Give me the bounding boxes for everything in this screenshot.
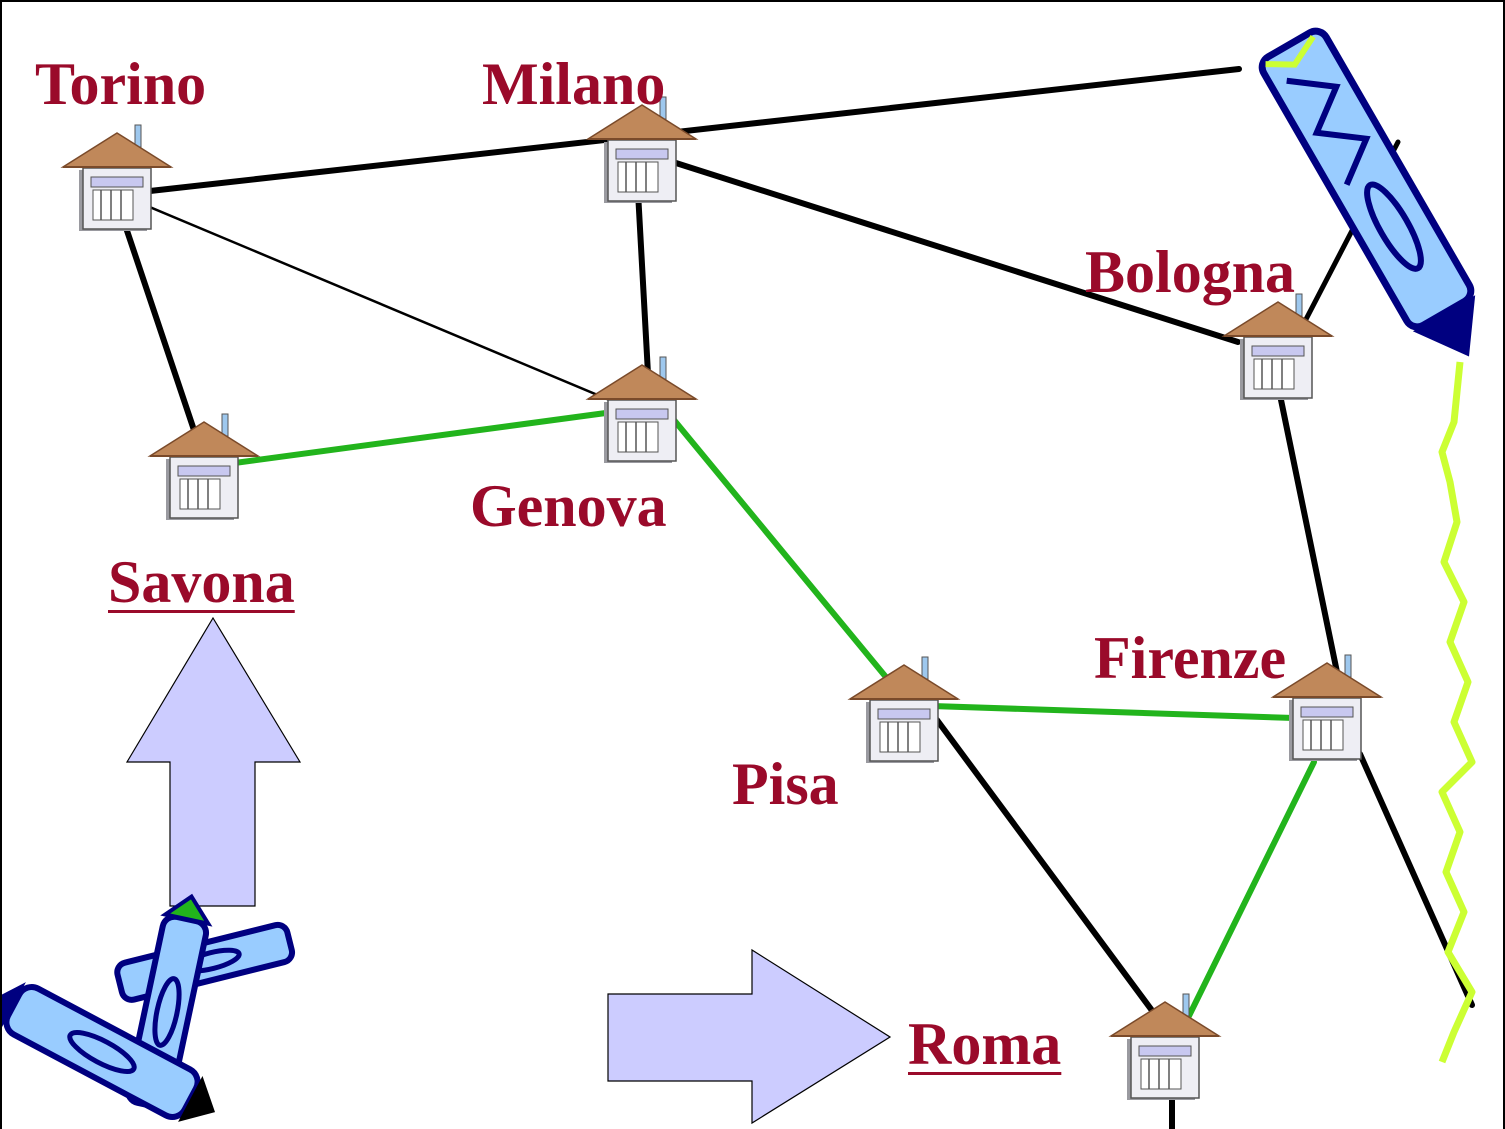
house-icon-bologna <box>1223 293 1333 401</box>
crayon-icon-top <box>1258 27 1476 357</box>
squiggle-line <box>1438 361 1476 1064</box>
city-label-milano: Milano <box>482 51 666 117</box>
house-icon-savona <box>149 413 259 521</box>
city-label-roma[interactable]: Roma <box>908 1011 1062 1077</box>
house-icon-firenze <box>1272 654 1382 762</box>
city-label-savona[interactable]: Savona <box>108 549 295 615</box>
arrow-right-icon <box>607 948 892 1125</box>
arrow-up-icon <box>125 616 302 907</box>
house-icon-torino <box>62 124 172 232</box>
house-icon-pisa <box>849 656 959 764</box>
city-label-pisa: Pisa <box>732 751 839 817</box>
city-label-firenze: Firenze <box>1094 625 1287 691</box>
roads-main <box>111 66 1475 1129</box>
roads-route <box>202 407 1317 1027</box>
city-label-torino: Torino <box>35 51 207 117</box>
city-label-bologna: Bologna <box>1085 239 1296 305</box>
house-icon-roma <box>1110 993 1220 1101</box>
crayon-icon-bottom <box>2 893 296 1122</box>
city-label-genova: Genova <box>470 473 667 539</box>
house-icon-genova <box>587 356 697 464</box>
